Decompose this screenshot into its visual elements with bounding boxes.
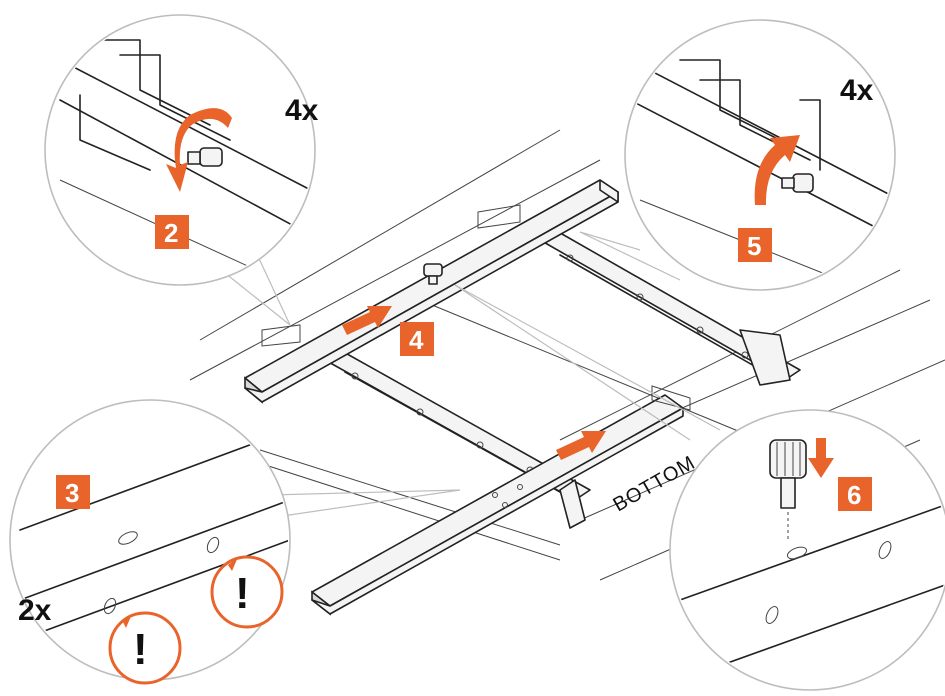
step-4-number: 4 [409, 325, 424, 355]
callout-step-2 [44, 14, 316, 286]
callout-step-6 [669, 409, 945, 691]
multiplier-top-right: 4x [840, 74, 874, 107]
right-rail [539, 229, 801, 386]
step-2-badge [155, 215, 189, 249]
rotate-cw-arrow-icon [754, 135, 800, 205]
warning-icon: ! [108, 611, 182, 685]
slide-right-arrow-icon [556, 431, 606, 460]
step-6-number: 6 [847, 480, 861, 510]
step-5-badge [738, 228, 772, 262]
press-down-arrow-icon [808, 438, 834, 478]
slide-right-arrow-icon [342, 306, 392, 335]
thumb-screw-icon [423, 263, 443, 285]
step-5-number: 5 [747, 231, 761, 261]
multiplier-bottom-left: 2x [18, 594, 52, 627]
step-4-badge [400, 322, 434, 356]
upper-crossbar [244, 179, 619, 404]
warning-mark: ! [133, 625, 148, 674]
step-3-number: 3 [65, 478, 79, 508]
step-3-badge [56, 475, 90, 509]
warning-icon: ! [210, 555, 284, 629]
step-2-number: 2 [164, 218, 178, 248]
callout-step-5 [624, 19, 896, 291]
left-rail [324, 349, 591, 529]
multiplier-top-left: 4x [285, 94, 319, 127]
step-6-badge [838, 477, 872, 511]
thumb-screw-icon [769, 439, 807, 540]
warning-mark: ! [235, 569, 250, 618]
rotate-ccw-arrow-icon [166, 108, 232, 192]
